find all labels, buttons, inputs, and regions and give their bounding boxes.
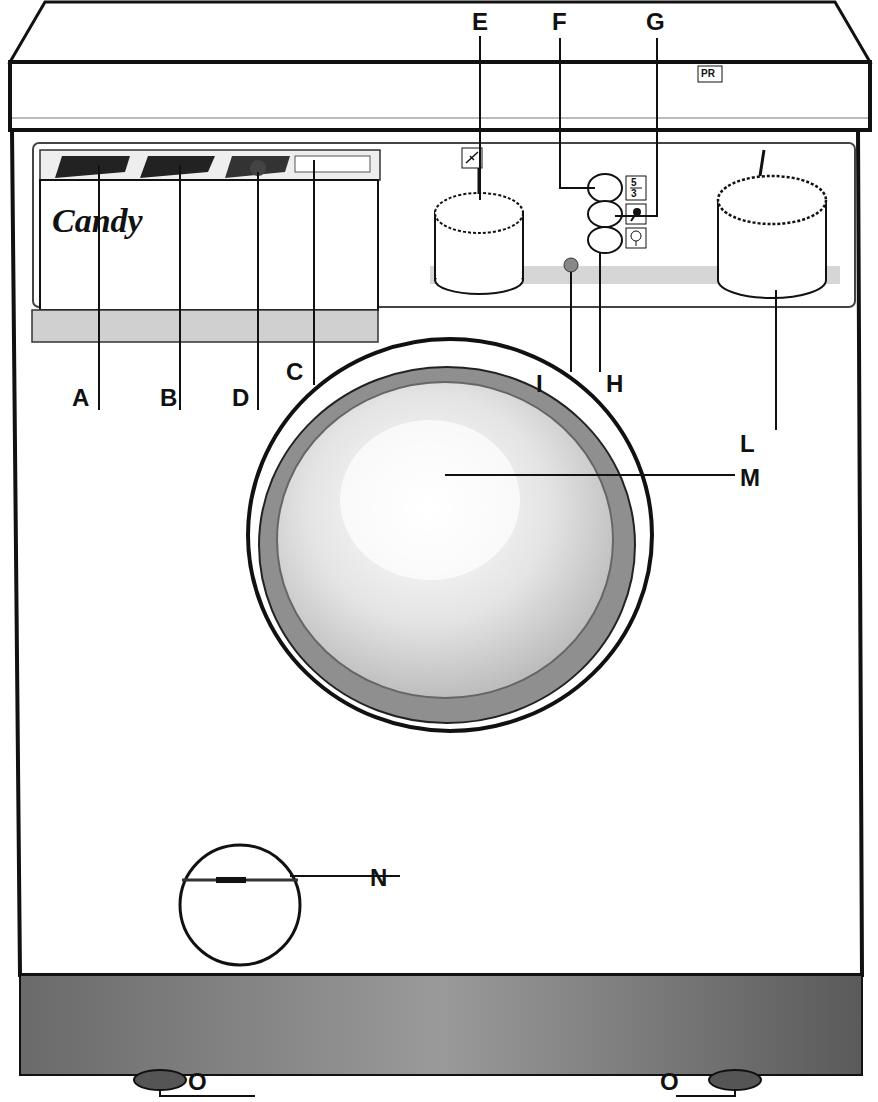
symbol-box <box>626 176 646 200</box>
cabinet <box>12 130 862 975</box>
leader-line <box>479 36 481 200</box>
lid-front <box>10 62 870 130</box>
symbol-box <box>626 228 646 248</box>
callout-letter: M <box>740 466 760 490</box>
leader-line <box>775 290 777 430</box>
symbol <box>631 231 641 241</box>
drawer-top <box>40 150 380 180</box>
compartment <box>295 156 370 172</box>
leader-line <box>98 165 100 410</box>
foot <box>134 1070 186 1090</box>
callout-letter: C <box>286 360 303 384</box>
leader-line <box>599 252 601 372</box>
callout-letter: B <box>160 386 177 410</box>
cover-slot <box>216 877 246 883</box>
door-glass <box>277 382 613 698</box>
leader-line <box>615 38 657 216</box>
leader-line <box>445 474 735 476</box>
lid-top <box>10 2 870 62</box>
leader-lines <box>99 36 776 1096</box>
callout-letter: A <box>72 386 89 410</box>
callout-letter: N <box>370 866 387 890</box>
leader-line <box>179 165 181 410</box>
callout-letter: F <box>552 10 567 34</box>
leader-line <box>257 172 259 410</box>
callout-letter: E <box>472 10 488 34</box>
glass-highlight <box>340 420 520 580</box>
callout-letter: O <box>188 1070 207 1094</box>
drawer-handle <box>32 310 378 342</box>
knob-top <box>718 176 826 224</box>
callout-letter: L <box>740 432 755 456</box>
callout-letter: I <box>536 372 543 396</box>
brand-logo: Candy <box>52 204 143 238</box>
leader-line <box>160 1090 255 1096</box>
callout-letter: H <box>606 372 623 396</box>
compartment <box>140 156 215 178</box>
push-button <box>588 201 622 227</box>
panel-symbol: 5 <box>631 178 637 188</box>
panel-symbol: 3 <box>631 189 637 199</box>
leader-line <box>570 272 572 372</box>
knob-mark <box>760 150 764 176</box>
knob-side <box>717 200 719 280</box>
door-ring <box>248 339 652 731</box>
symbol <box>466 152 478 163</box>
drawer-front <box>40 180 378 310</box>
push-button <box>588 227 622 253</box>
knob-side <box>825 200 827 280</box>
callout-letter: D <box>232 386 249 410</box>
compartment <box>55 156 130 178</box>
panel-symbol: PR <box>701 69 715 79</box>
pilot-lamp <box>564 258 578 272</box>
foot <box>709 1070 761 1090</box>
callout-letter: O <box>660 1070 679 1094</box>
callout-letter: G <box>646 10 665 34</box>
lid-edge <box>12 117 868 119</box>
door-gasket <box>259 367 635 723</box>
leader-line <box>313 160 315 385</box>
leader-line <box>676 1090 735 1096</box>
symbol-box <box>626 204 646 224</box>
symbol-box <box>698 66 722 82</box>
plinth <box>20 975 862 1075</box>
filter-cover <box>180 845 300 965</box>
leader-line <box>560 38 595 188</box>
symbol <box>636 241 637 246</box>
